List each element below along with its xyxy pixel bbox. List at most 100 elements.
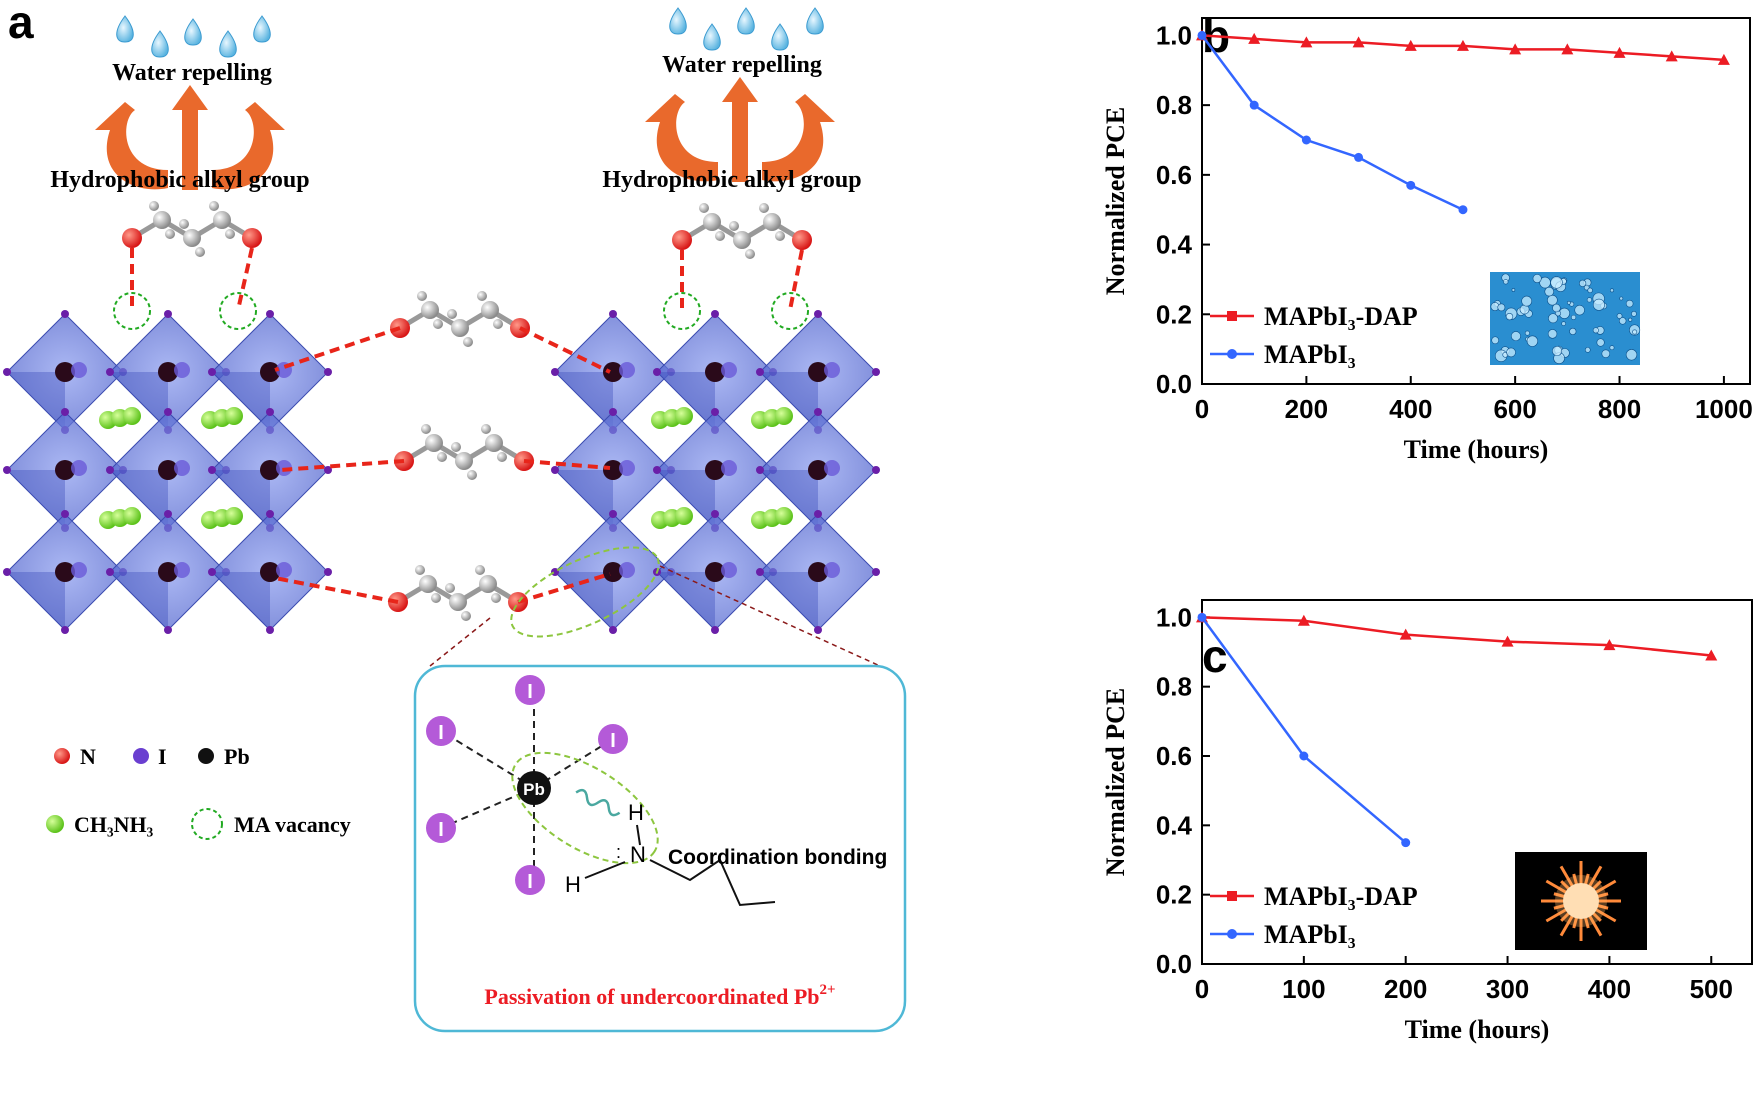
pb-atom	[260, 460, 280, 480]
i-atom	[3, 466, 11, 474]
droplet	[1609, 288, 1614, 293]
octahedron-face	[212, 470, 270, 528]
ch3nh3-molecule	[675, 507, 693, 525]
octahedron-face	[760, 372, 818, 430]
dap-molecules	[113, 201, 812, 638]
water-drop-icon	[184, 18, 202, 46]
hydrophobic-label-right: Hydrophobic alkyl group	[602, 167, 861, 193]
h-atom	[775, 231, 785, 241]
legend-marker	[1227, 311, 1237, 321]
c-atom	[183, 229, 201, 247]
light-burst-inset-image	[1515, 852, 1647, 950]
repel-arrows-left-icon	[95, 85, 285, 190]
i-atom	[266, 626, 274, 634]
i-atom	[721, 460, 737, 476]
i-atom	[71, 460, 87, 476]
i-atom	[208, 368, 216, 376]
legend-marker	[1227, 929, 1237, 939]
legend-vacancy-marker	[191, 808, 223, 840]
h-atom	[759, 203, 769, 213]
ma-vacancy-marker	[219, 292, 257, 330]
octahedron-face	[212, 372, 270, 430]
i-atom	[872, 368, 880, 376]
i-atom	[324, 368, 332, 376]
coordination-bond	[236, 247, 254, 311]
light-core	[1563, 883, 1599, 919]
legend-label: MAPbI₃-DAP	[1264, 302, 1418, 331]
n-atom	[122, 228, 142, 248]
y-tick-label: 0.4	[1156, 230, 1193, 260]
zoom-line-left	[429, 617, 491, 667]
data-point-triangle	[1509, 43, 1522, 55]
c-atom	[421, 301, 439, 319]
octahedron-face	[110, 470, 168, 528]
coordination-bond	[523, 459, 611, 470]
data-point-circle	[1197, 612, 1207, 622]
pb-atom	[55, 460, 75, 480]
coordination-bond	[517, 572, 611, 604]
wavy-bond-icon	[575, 788, 621, 817]
i-atom	[266, 408, 274, 416]
coordination-ellipse	[511, 751, 659, 865]
h-atom	[415, 565, 425, 575]
h-atom	[451, 442, 461, 452]
h-atom	[437, 452, 447, 462]
water-drop-icon	[253, 15, 271, 43]
legend-label: MAPbI₃-DAP	[1264, 882, 1418, 911]
droplet	[1497, 303, 1506, 312]
droplet	[1510, 331, 1521, 342]
i-atom	[609, 510, 617, 518]
y-tick-label: 0.4	[1156, 810, 1193, 840]
droplet	[1544, 286, 1554, 297]
i-atom	[653, 368, 661, 376]
c-atom	[449, 593, 467, 611]
data-point-triangle	[1300, 36, 1313, 48]
i-atom	[609, 310, 617, 318]
i-atom	[756, 466, 764, 474]
droplet	[1526, 335, 1539, 347]
ch3nh3-molecule	[225, 407, 243, 425]
y-tick-label: 1.0	[1156, 20, 1192, 50]
droplet	[1616, 313, 1623, 319]
octahedron-face	[760, 572, 818, 630]
i-atom	[61, 510, 69, 518]
inset-i-left-bottom: I	[438, 819, 444, 841]
data-point-triangle	[1561, 43, 1574, 55]
i-atom	[609, 626, 617, 634]
data-point-triangle	[1456, 39, 1469, 51]
i-atom	[174, 562, 190, 578]
droplet	[1632, 329, 1638, 335]
series-line-0	[1201, 616, 1712, 657]
i-atom	[174, 460, 190, 476]
x-tick-label: 500	[1690, 974, 1733, 1004]
data-point-circle	[1197, 30, 1207, 40]
droplet	[1524, 330, 1530, 336]
legend-label: MAPbI₃	[1264, 920, 1356, 949]
i-atom	[619, 460, 635, 476]
x-axis-label: Time (hours)	[1404, 435, 1549, 464]
data-point-circle	[1458, 205, 1468, 215]
octahedron-face	[657, 470, 715, 528]
legend-pb-marker	[198, 748, 214, 764]
h-atom	[715, 231, 725, 241]
data-point-circle	[1406, 180, 1416, 190]
data-point-triangle	[1665, 50, 1678, 62]
h-atom	[497, 452, 507, 462]
droplet	[1503, 279, 1509, 285]
dap-molecule	[390, 291, 530, 347]
h-atom	[445, 583, 455, 593]
i-atom	[164, 408, 172, 416]
n-atom	[242, 228, 262, 248]
droplet	[1596, 338, 1605, 347]
water-drop-icon	[806, 7, 824, 35]
h-atom	[491, 593, 501, 603]
c-atom	[479, 575, 497, 593]
h-atom	[745, 249, 755, 259]
ch3nh3-molecule	[225, 507, 243, 525]
y-tick-label: 0.8	[1156, 672, 1192, 702]
legend-ch3nh3-marker	[46, 815, 64, 833]
coordination-bond	[274, 576, 399, 604]
ch3nh3-molecule	[675, 407, 693, 425]
water-droplets-left	[116, 15, 271, 58]
i-atom	[619, 562, 635, 578]
